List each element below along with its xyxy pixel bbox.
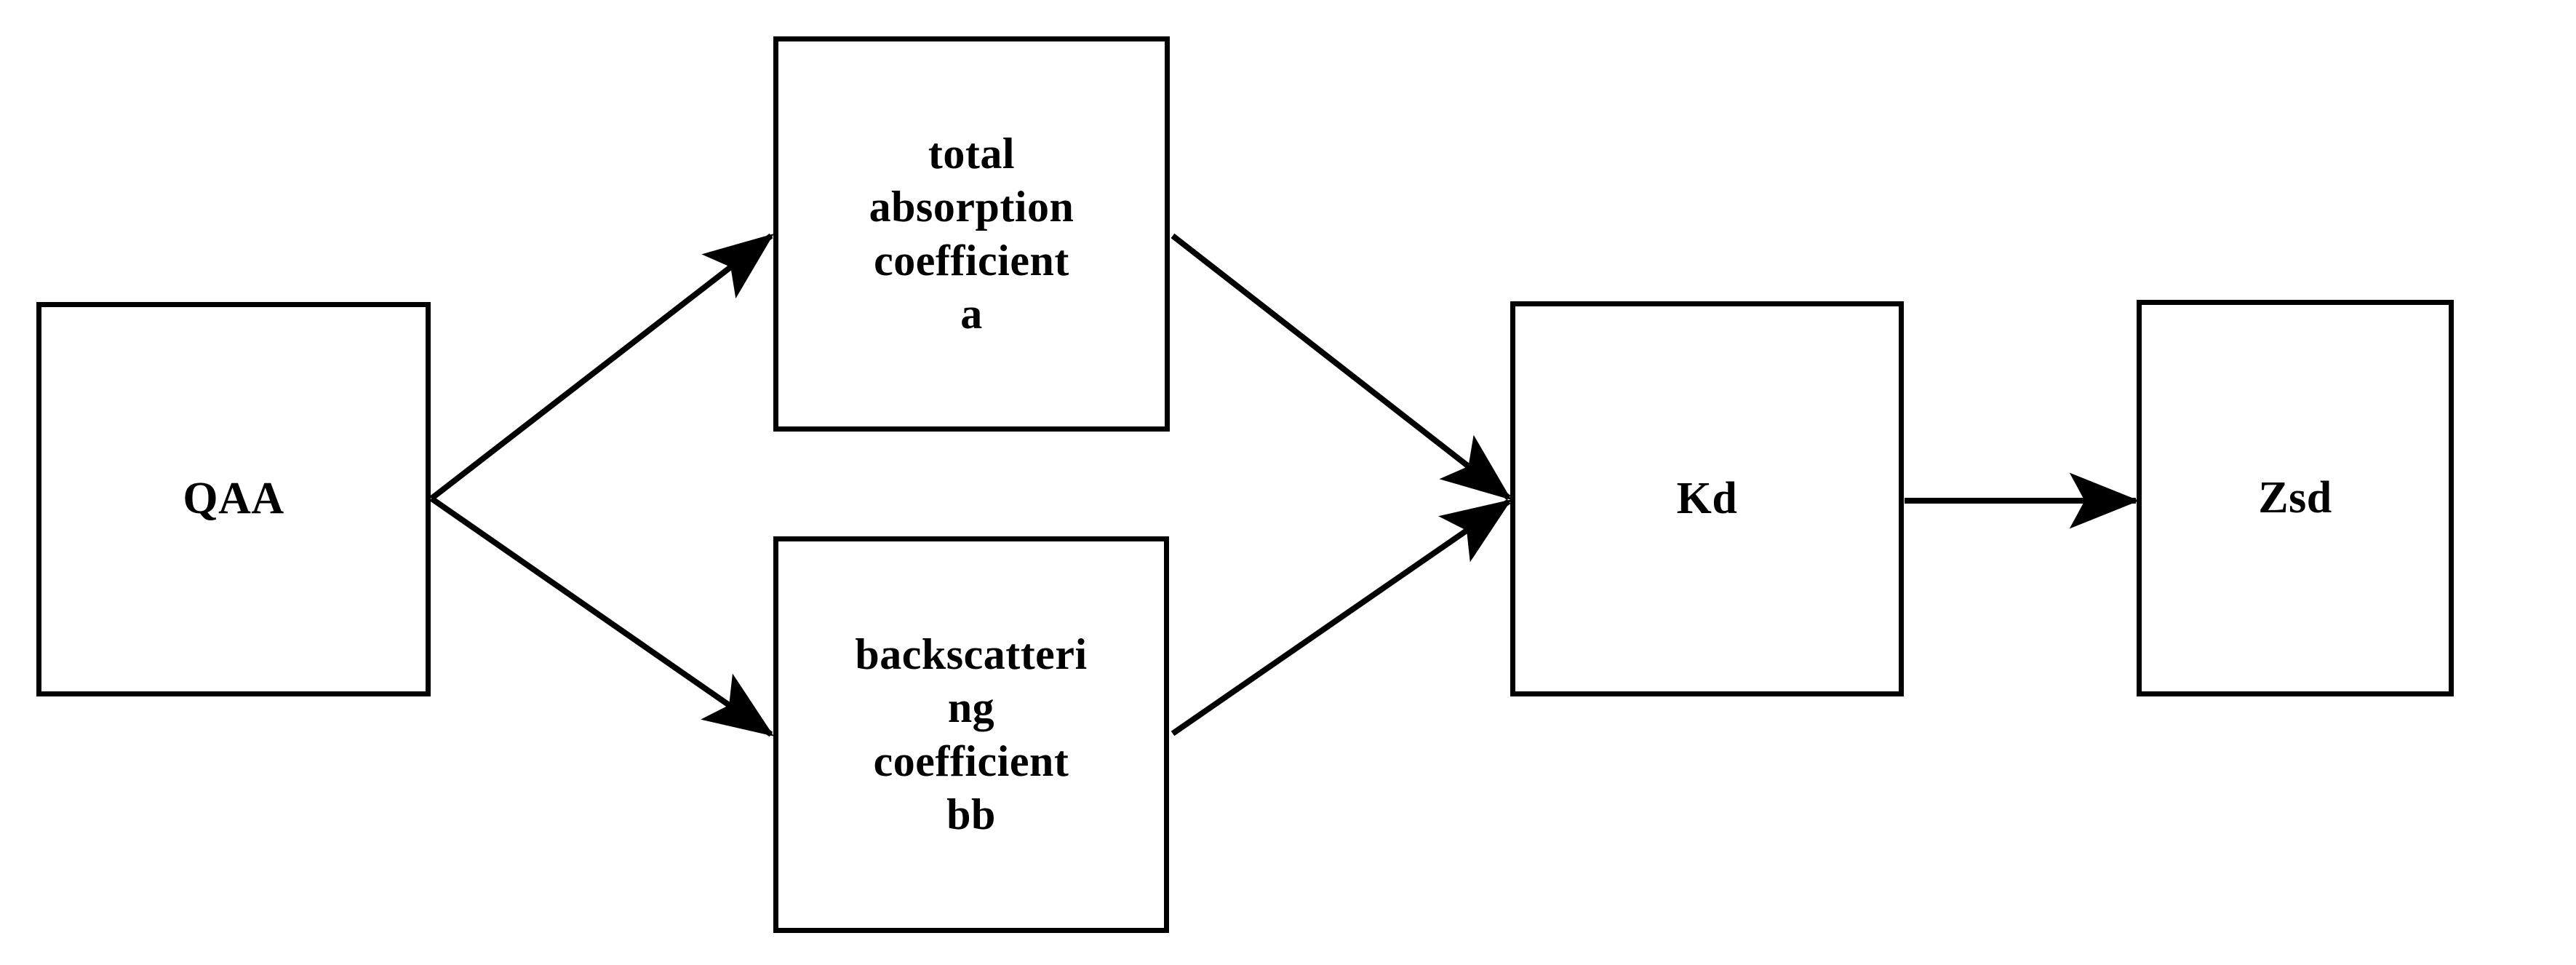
node-kd[interactable]: Kd — [1510, 301, 1904, 696]
edge-qaa-to-a — [429, 233, 774, 501]
edge-a-to-kd — [1171, 233, 1512, 501]
node-kd-label: Kd — [1676, 473, 1738, 523]
node-qaa-label: QAA — [183, 474, 284, 524]
node-total-absorption-coefficient-a-label: total absorption coefficient a — [869, 130, 1074, 338]
node-total-absorption-coefficient-a[interactable]: total absorption coefficient a — [773, 36, 1170, 432]
node-backscattering-coefficient-bb[interactable]: backscatteri ng coefficient bb — [773, 536, 1169, 933]
edge-qaa-to-bb — [429, 496, 774, 737]
node-zsd-label: Zsd — [2258, 472, 2332, 523]
node-backscattering-coefficient-bb-label: backscatteri ng coefficient bb — [855, 630, 1088, 838]
node-zsd[interactable]: Zsd — [2137, 300, 2454, 696]
node-qaa[interactable]: QAA — [36, 302, 431, 696]
edge-bb-to-kd — [1171, 499, 1512, 736]
